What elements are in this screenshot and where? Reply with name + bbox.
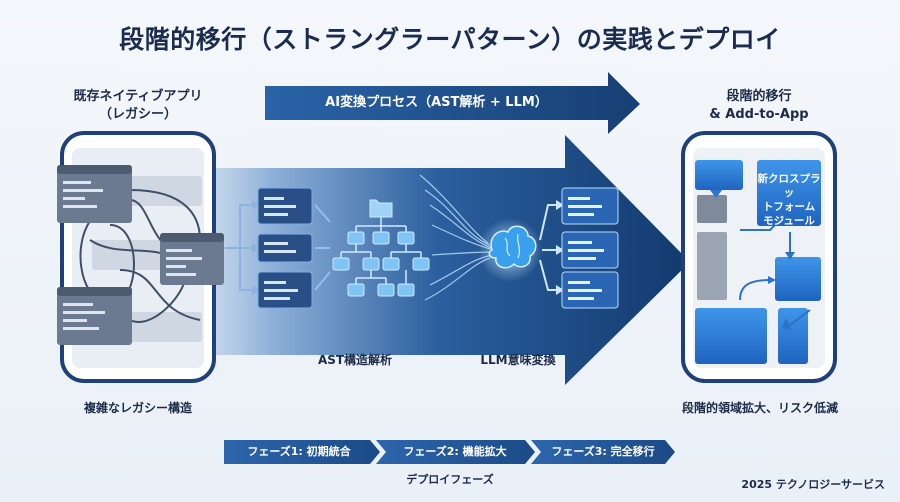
migration-label-line2: & Add-to-App bbox=[709, 107, 809, 122]
legacy-caption: 複雑なレガシー構造 bbox=[83, 401, 192, 415]
modern-phone bbox=[681, 131, 837, 383]
module-label-line2: トフォーム bbox=[762, 201, 816, 213]
legacy-code-window bbox=[160, 233, 224, 285]
legacy-label-line1: 既存ネイティブアプリ bbox=[73, 89, 203, 104]
ast-code-window bbox=[257, 187, 313, 225]
migration-label-line1: 段階的移行 bbox=[726, 89, 792, 104]
ast-caption: AST構造解析 bbox=[317, 353, 393, 367]
ast-code-window bbox=[257, 233, 313, 263]
footer-credit: 2025 テクノロジーサービス bbox=[741, 478, 885, 491]
phase-bar bbox=[224, 440, 675, 464]
legacy-code-window bbox=[57, 287, 132, 345]
phase-1-label: フェーズ1: 初期統合 bbox=[247, 445, 351, 458]
output-code-window bbox=[561, 187, 619, 225]
ast-tree-icon bbox=[332, 199, 430, 297]
module-box bbox=[757, 160, 821, 226]
migration-caption: 段階的領域拡大、リスク低減 bbox=[681, 401, 838, 415]
module-label: 新クロスプラッ トフォーム モジュール bbox=[757, 172, 821, 228]
output-code-window bbox=[561, 231, 619, 269]
module-label-line1: 新クロスプラッ bbox=[757, 173, 821, 199]
output-code-window bbox=[561, 271, 619, 309]
folder-icon bbox=[369, 199, 393, 218]
module-label-line3: モジュール bbox=[763, 215, 815, 227]
phase-3-label: フェーズ3: 完全移行 bbox=[551, 445, 655, 458]
legacy-label-line2: （レガシー） bbox=[98, 107, 177, 122]
brain-icon bbox=[478, 218, 542, 282]
legacy-phone bbox=[57, 131, 224, 383]
phase-caption: デプロイフェーズ bbox=[406, 473, 494, 486]
migration-label: 段階的移行 & Add-to-App bbox=[668, 88, 850, 124]
process-label: AI変換プロセス（AST解析 + LLM） bbox=[325, 95, 548, 110]
legacy-code-window bbox=[57, 165, 132, 223]
legacy-app-label: 既存ネイティブアプリ （レガシー） bbox=[50, 88, 226, 124]
llm-caption: LLM意味変換 bbox=[480, 353, 556, 367]
process-arrow bbox=[265, 72, 640, 134]
page-title: 段階的移行（ストラングラーパターン）の実践とデプロイ bbox=[119, 25, 781, 54]
phase-2-label: フェーズ2: 機能拡大 bbox=[403, 445, 507, 458]
ast-code-window bbox=[257, 271, 313, 309]
